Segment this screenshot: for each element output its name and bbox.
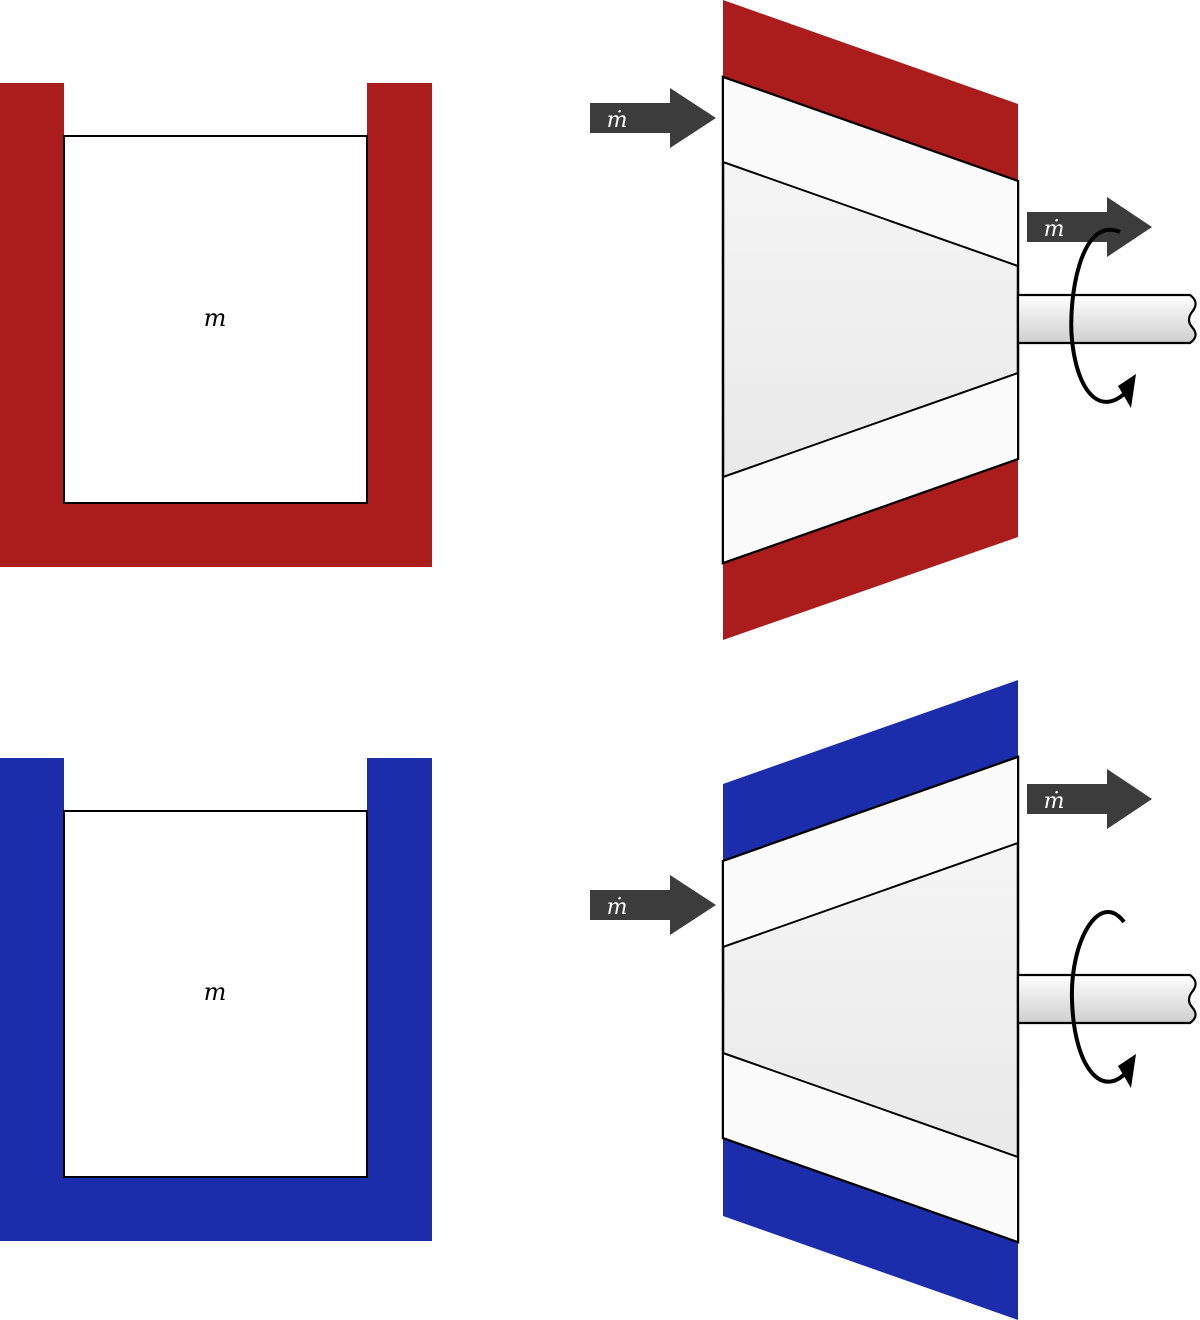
closed-system-box bbox=[63, 810, 368, 1178]
turbine-inner-band-top bbox=[722, 75, 1019, 268]
mass-label: m bbox=[204, 304, 227, 332]
closed-system-cold: m bbox=[0, 758, 432, 1241]
rotation-arrow-icon bbox=[1069, 227, 1136, 408]
compressor-cold: ṁ ṁ bbox=[590, 680, 1197, 1320]
cold-wall-top bbox=[723, 680, 1018, 861]
compressor-inner-band-top bbox=[722, 755, 1019, 949]
outlet-flow-arrow-icon: ṁ bbox=[1027, 197, 1152, 257]
mass-flow-label: ṁ bbox=[1044, 789, 1065, 814]
compressor-inner-band-bottom bbox=[722, 1051, 1019, 1244]
hot-wall-bottom bbox=[723, 459, 1018, 640]
mass-flow-label: ṁ bbox=[607, 895, 628, 920]
shaft-icon bbox=[1016, 973, 1197, 1025]
mass-label: m bbox=[204, 978, 227, 1006]
cold-wall-bottom bbox=[723, 1138, 1018, 1320]
inlet-flow-arrow-icon: ṁ bbox=[590, 875, 716, 935]
inlet-flow-arrow-icon: ṁ bbox=[590, 88, 716, 148]
hot-container-walls bbox=[0, 83, 432, 567]
closed-system-hot: m bbox=[0, 83, 432, 567]
closed-system-box bbox=[63, 135, 368, 504]
mass-flow-label: ṁ bbox=[607, 108, 628, 133]
mass-flow-label: ṁ bbox=[1044, 217, 1065, 242]
shaft-icon bbox=[1016, 293, 1197, 345]
turbine-inner-band-bottom bbox=[722, 371, 1019, 565]
outlet-flow-arrow-icon: ṁ bbox=[1027, 769, 1152, 829]
rotation-arrow-icon bbox=[1069, 910, 1136, 1088]
cold-container-walls bbox=[0, 758, 432, 1241]
turbine-hot: ṁ ṁ bbox=[590, 0, 1197, 640]
hot-wall-top bbox=[723, 0, 1018, 181]
